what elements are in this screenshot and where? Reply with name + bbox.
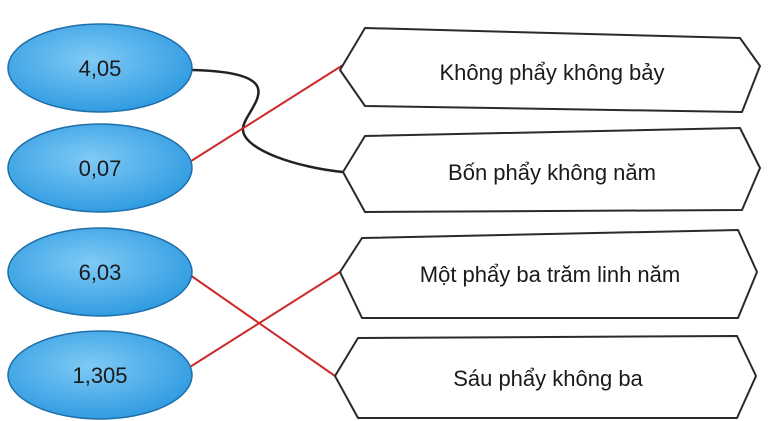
connector-4-05-to-bon-phay-khong-nam <box>189 68 344 174</box>
word-label: Không phẩy không bảy <box>439 60 664 85</box>
word-label: Một phẩy ba trăm linh năm <box>420 262 680 287</box>
word-box-4: Sáu phẩy không ba <box>334 335 757 419</box>
word-box-2: Bốn phẩy không năm <box>342 127 761 213</box>
number-oval-1: 4,05 <box>7 23 193 113</box>
connector-0-07-to-khong-phay-khong-bay <box>187 64 344 164</box>
word-box-1: Không phẩy không bảy <box>339 27 761 113</box>
connector-6-03-to-sau-phay-khong-ba <box>179 267 336 377</box>
number-oval-3: 6,03 <box>7 227 193 317</box>
number-label: 0,07 <box>79 156 122 181</box>
number-label: 1,305 <box>72 363 127 388</box>
word-label: Bốn phẩy không năm <box>448 160 656 185</box>
word-label: Sáu phẩy không ba <box>453 366 643 391</box>
number-oval-4: 1,305 <box>7 330 193 420</box>
number-label: 4,05 <box>79 56 122 81</box>
word-box-3: Một phẩy ba trăm linh năm <box>339 229 758 319</box>
number-oval-2: 0,07 <box>7 123 193 213</box>
connector-1-305-to-mot-phay-ba-tram-linh-nam <box>181 271 341 373</box>
number-label: 6,03 <box>79 260 122 285</box>
